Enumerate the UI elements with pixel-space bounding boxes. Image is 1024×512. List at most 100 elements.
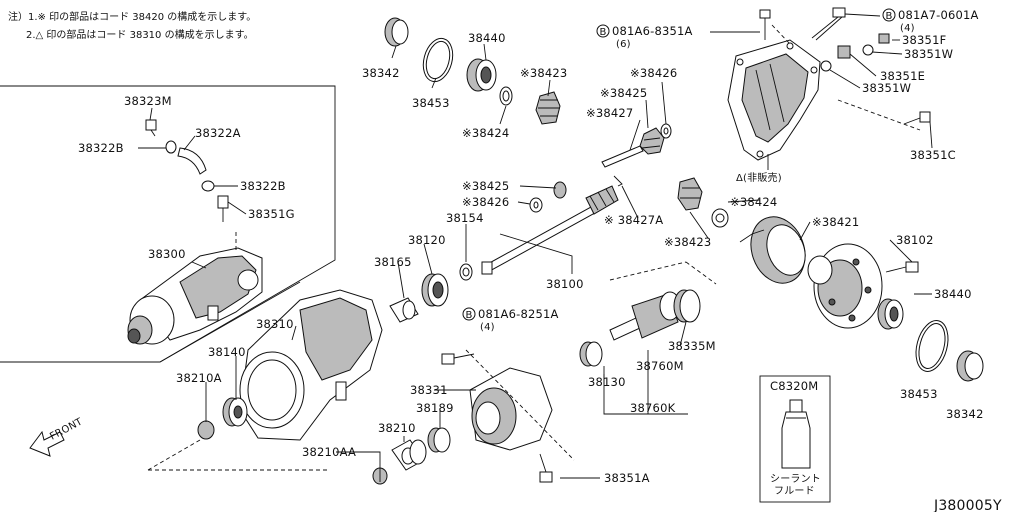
diff-case-38331	[469, 367, 553, 451]
label-38335M: 38335M	[668, 339, 716, 353]
label-38425-mid: ※38425	[462, 179, 509, 193]
bearing-38130	[579, 341, 603, 367]
circle-b-text-2: B	[885, 11, 892, 22]
drive-pinion-38100	[481, 185, 619, 275]
bolt-icon-38351C	[903, 111, 931, 125]
nut-38210A	[197, 420, 215, 440]
clamp-38322B-1	[165, 140, 177, 154]
label-081A6-8251A: 081A6-8251A	[478, 307, 559, 321]
label-38425-top: ※38425	[600, 86, 647, 100]
label-38130: 38130	[588, 375, 626, 389]
circle-b-badge-081A6-8251A: B	[462, 307, 476, 321]
label-38351F: 38351F	[902, 33, 946, 47]
seal-38335M	[673, 289, 701, 323]
pinion-38760M	[609, 291, 681, 341]
hose-38322A	[177, 147, 207, 175]
leader-lines	[138, 13, 933, 482]
circle-b-text-3: B	[465, 310, 472, 321]
label-38102: 38102	[896, 233, 934, 247]
diagram-id: J380005Y	[933, 498, 1002, 512]
label-38140: 38140	[208, 345, 246, 359]
front-arrow-icon	[29, 430, 65, 457]
washer-38351W	[862, 44, 874, 56]
label-38351W-1: 38351W	[904, 47, 953, 61]
bolt-icon-38102	[885, 261, 919, 273]
label-38426-mid: ※38426	[462, 195, 509, 209]
sealant-tube-icon	[781, 399, 811, 469]
oring-38453-top	[422, 37, 454, 83]
leader-38210AA-a	[147, 439, 201, 471]
leader-38351C	[837, 99, 921, 131]
label-front: FRONT	[48, 416, 85, 443]
label-sealant-name-1: シーラント	[770, 473, 821, 485]
washer-38426-mid	[529, 197, 543, 213]
label-081A7-0601A: 081A7-0601A	[898, 8, 979, 22]
bearing-38120	[421, 273, 449, 307]
label-38351E: 38351E	[880, 69, 925, 83]
sealant-box	[759, 375, 831, 503]
pin-38427	[601, 145, 644, 168]
label-38322A: 38322A	[195, 126, 241, 140]
gear-38423-top	[535, 91, 561, 125]
assembly-38300	[127, 247, 263, 345]
label-cover-note: Δ(非販売)	[736, 171, 782, 184]
connector-38351G	[217, 195, 229, 222]
label-38427: ※38427	[586, 106, 633, 120]
label-38424-top: ※38424	[462, 126, 509, 140]
note-line-1: 注）1.※ 印の部品はコード 38420 の構成を示します。	[8, 12, 257, 23]
label-38322B-1: 38322B	[78, 141, 124, 155]
label-38342-right: 38342	[946, 407, 984, 421]
clamp-38322B-2	[201, 180, 215, 192]
bolt-icon-081A6-8251A	[441, 353, 475, 365]
gear-38425-top	[639, 127, 665, 155]
label-38427A: ※ 38427A	[604, 213, 663, 227]
oring-38453-right	[915, 320, 949, 372]
plug-38351F	[878, 33, 890, 44]
bolt-icon-38351A-bottom	[539, 453, 553, 483]
bearing-38440-top	[466, 58, 497, 92]
label-38323M: 38323M	[124, 94, 172, 108]
label-38426-top: ※38426	[630, 66, 677, 80]
label-38424-mid: ※38424	[730, 195, 777, 209]
label-38210AA: 38210AA	[302, 445, 356, 459]
label-38300: 38300	[148, 247, 186, 261]
label-081A6-8351A-qty: (6)	[616, 39, 631, 50]
carrier-38310	[239, 289, 383, 441]
plug-38351E	[837, 45, 851, 59]
label-38342-top: 38342	[362, 66, 400, 80]
spacer-38165	[389, 297, 419, 323]
bracket-38760K	[603, 374, 688, 415]
label-38210A: 38210A	[176, 371, 222, 385]
label-081A6-8251A-qty: (4)	[480, 322, 495, 333]
note-line-2: 2.△ 印の部品はコード 38310 の構成を示します。	[26, 30, 254, 41]
seal-38189	[427, 427, 451, 453]
washer-38426-top	[660, 123, 672, 139]
gear-38425-mid	[553, 181, 567, 199]
ring-gear-38421	[750, 216, 806, 284]
inset-frame-diag	[159, 281, 301, 363]
label-38351A: 38351A	[604, 471, 650, 485]
label-sealant-name-2: フルード	[774, 486, 815, 497]
label-38331: 38331	[410, 383, 448, 397]
label-38440-right: 38440	[934, 287, 972, 301]
label-38322B-2: 38322B	[240, 179, 286, 193]
flange-38210	[391, 439, 427, 471]
label-38760M: 38760M	[636, 359, 684, 373]
inset-frame	[0, 85, 336, 363]
bearing-38440-right	[877, 298, 904, 330]
label-38351C: 38351C	[910, 148, 956, 162]
labels: 38342 38453 38440 ※38423 ※38424 ※38426 ※…	[48, 8, 1002, 512]
seal-38342-right	[956, 350, 984, 382]
label-38440-top: 38440	[468, 31, 506, 45]
circle-b-badge-081A6-8351A: B	[596, 24, 610, 38]
gear-38423-mid	[677, 177, 703, 211]
bearing-38140	[222, 397, 248, 427]
bolt-icon-38351A-top	[759, 9, 771, 40]
breather-38323M	[145, 119, 157, 137]
label-38421: ※38421	[812, 215, 859, 229]
label-38165: 38165	[374, 255, 412, 269]
label-38423-top: ※38423	[520, 66, 567, 80]
diff-case	[807, 243, 883, 329]
